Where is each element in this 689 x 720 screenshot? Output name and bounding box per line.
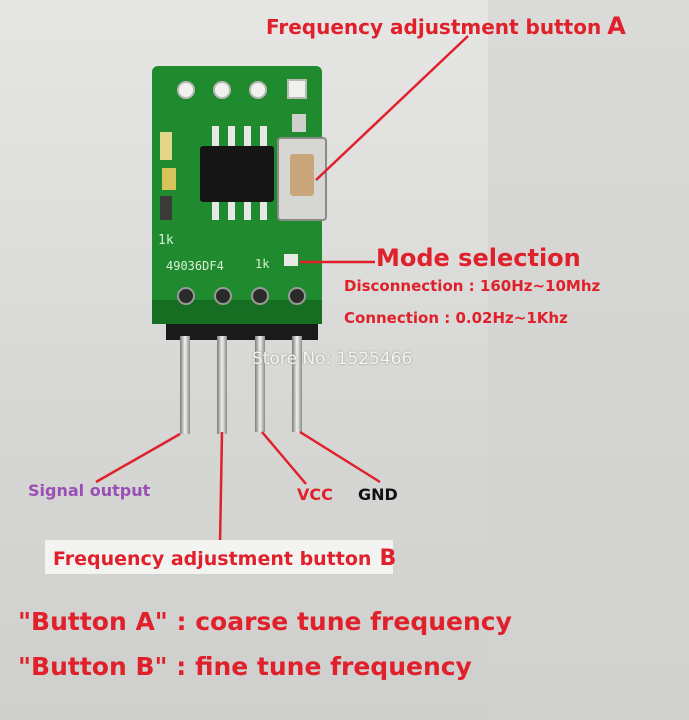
- note-button-b: "Button B" : fine tune frequency: [18, 652, 472, 681]
- pin-button-b: [217, 336, 227, 434]
- pin-gnd: [292, 336, 302, 432]
- store-watermark: Store No: 1525466: [252, 349, 413, 369]
- signal-output-label: Signal output: [28, 481, 151, 500]
- mode-disconnection-text: Disconnection : 160Hz~10Mhz: [344, 277, 601, 295]
- vcc-label: VCC: [297, 485, 333, 504]
- gnd-label: GND: [358, 485, 398, 504]
- line-button-a: [315, 35, 469, 181]
- mode-connection-text: Connection : 0.02Hz~1Khz: [344, 309, 568, 327]
- annotation-lines: [95, 35, 469, 545]
- tactile-button-a: [277, 114, 327, 221]
- note-button-a: "Button A" : coarse tune frequency: [18, 607, 512, 636]
- button-b-letter: B: [379, 546, 397, 571]
- ic-chip: [200, 126, 274, 220]
- top-holes: [177, 79, 307, 99]
- line-vcc: [261, 431, 307, 485]
- photo-vignette-right: [488, 0, 689, 720]
- pin-vcc: [255, 336, 265, 432]
- silk-chip-code: 49036DF4: [166, 259, 224, 273]
- line-gnd: [299, 430, 381, 484]
- button-a-letter: A: [607, 12, 626, 40]
- smd-components: [160, 132, 298, 266]
- pin-signal: [180, 336, 190, 434]
- bottom-pads: [177, 287, 306, 305]
- header-pins: [180, 336, 302, 434]
- button-b-title: Frequency adjustment button: [53, 548, 372, 570]
- silk-1k-left: 1k: [158, 233, 174, 248]
- button-a-title: Frequency adjustment button: [266, 15, 602, 39]
- button-b-label-box: [45, 540, 393, 574]
- line-signal: [95, 432, 181, 484]
- mode-selection-title: Mode selection: [376, 244, 581, 272]
- silk-1k-right: 1k: [255, 257, 270, 271]
- line-button-b: [218, 431, 224, 545]
- button-b-label: Frequency adjustment button B: [53, 546, 396, 571]
